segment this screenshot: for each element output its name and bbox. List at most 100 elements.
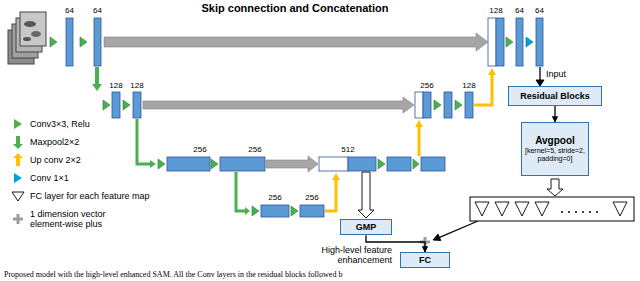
channel-count: 256 <box>193 146 206 155</box>
feature-map-bar <box>387 157 411 171</box>
input-images <box>31 31 41 37</box>
legend-text: Conv 1×1 <box>30 173 69 183</box>
maxpool-arrow <box>92 67 102 91</box>
feature-map-bar <box>66 18 73 66</box>
fc-layer-row <box>535 202 549 216</box>
channel-count: 64 <box>93 7 102 16</box>
channel-count: 256 <box>305 194 318 203</box>
legend-symbol <box>17 214 20 224</box>
fc-layer-row <box>515 202 529 216</box>
fc-layer-row <box>495 202 509 216</box>
input-images <box>20 12 46 46</box>
fc-layer-row <box>475 202 627 216</box>
legend-symbol <box>12 192 24 201</box>
feature-map-bar <box>112 92 120 118</box>
feature-map-bar <box>300 205 324 217</box>
fc-layer-row <box>596 211 598 213</box>
channel-count: 128 <box>489 7 502 16</box>
conv3x3-arrow <box>211 159 218 169</box>
channel-count: 64 <box>535 7 544 16</box>
figure-caption: Proposed model with the high-level enhan… <box>4 270 342 279</box>
legend-text: Conv3×3, Relu <box>30 119 90 129</box>
annotation: High-level feature enhancement <box>300 246 392 266</box>
up-conv-arrow <box>325 68 496 211</box>
fc-layer-row <box>470 197 634 221</box>
avgpool-box: Avgpool[kernel=5, stride=2, padding=0] <box>521 122 589 176</box>
feature-map-bar <box>516 18 523 66</box>
conv3x3-arrow <box>103 100 110 110</box>
conv3x3-arrow <box>378 159 385 169</box>
feature-map-bar <box>488 18 496 66</box>
feature-map-bar <box>133 92 141 118</box>
fc-layer-row <box>568 211 570 213</box>
skip-connection-arrow <box>104 33 488 172</box>
conv3x3-arrow <box>434 100 441 110</box>
channel-count: 256 <box>248 146 261 155</box>
skip-connection-arrow <box>143 97 414 113</box>
conv1x1-arrow <box>526 37 533 47</box>
feature-map-bar <box>319 157 348 171</box>
legend-symbol <box>14 119 22 129</box>
conv3x3-arrow <box>455 100 462 110</box>
legend-text: Maxpool2×2 <box>30 137 79 147</box>
box-title: GMP <box>356 222 377 232</box>
box-title: FC <box>419 255 431 265</box>
channel-count: 128 <box>109 82 122 91</box>
conv1x1-arrow <box>526 37 533 47</box>
fc-layer-row <box>475 202 489 216</box>
fc-layer-row <box>589 211 591 213</box>
conv3x3-arrow <box>291 206 298 216</box>
channel-count: 256 <box>420 82 433 91</box>
gmp-box: GMP <box>340 219 392 235</box>
conv3x3-arrow <box>158 159 165 169</box>
channel-count: 128 <box>130 82 143 91</box>
legend-symbol <box>13 136 23 149</box>
fc-layer-row <box>561 211 598 213</box>
legend-symbol <box>14 173 22 183</box>
feature-map-bar <box>261 205 289 217</box>
skip-label: Skip connection and Concatenation <box>201 2 388 14</box>
flow-arrow <box>433 234 441 240</box>
channel-count: 512 <box>341 146 354 155</box>
fc-box: FC <box>400 252 450 268</box>
input-images <box>24 21 36 27</box>
legend-text: 1 dimension vector element-wise plus <box>30 209 122 229</box>
up-conv-arrow <box>418 126 421 156</box>
conv3x3-arrow <box>123 100 130 110</box>
channel-count: 64 <box>515 7 524 16</box>
feature-map-bar <box>66 18 543 217</box>
fc-layer-row <box>575 211 577 213</box>
input-images <box>8 12 46 64</box>
up-conv-arrow <box>488 68 496 75</box>
fc-layer-row <box>613 202 627 216</box>
feature-map-bar <box>415 92 423 118</box>
conv3x3-arrow <box>50 37 57 47</box>
maxpool-arrow <box>236 172 245 211</box>
conv3x3-arrow <box>506 37 513 47</box>
box-title: Residual Blocks <box>520 91 590 101</box>
maxpool-arrow <box>150 160 156 168</box>
flow-arrow <box>358 172 374 218</box>
residual-block-box: Residual Blocks <box>508 86 602 106</box>
feature-map-bar <box>421 157 445 171</box>
up-conv-arrow <box>332 173 340 180</box>
feature-map-bar <box>536 18 543 66</box>
maxpool-arrow <box>137 119 150 164</box>
feature-map-bar <box>444 92 452 118</box>
feature-map-bar <box>423 92 431 118</box>
feature-map-bar <box>465 92 473 118</box>
maxpool-arrow <box>245 207 250 215</box>
channel-count: 64 <box>65 7 74 16</box>
flow-connector <box>554 106 555 122</box>
conv3x3-arrow <box>252 206 259 216</box>
skip-connection-arrow <box>266 156 318 172</box>
legend-symbol <box>12 119 24 224</box>
up-conv-arrow <box>474 74 492 105</box>
legend-text: FC layer for each feature map <box>30 191 150 201</box>
feature-map-bar <box>496 18 504 66</box>
skip-connection-arrow <box>104 33 488 51</box>
fc-layer-row <box>561 211 563 213</box>
feature-map-bar <box>220 157 265 171</box>
legend-symbol <box>13 153 23 166</box>
up-conv-arrow <box>325 180 336 211</box>
